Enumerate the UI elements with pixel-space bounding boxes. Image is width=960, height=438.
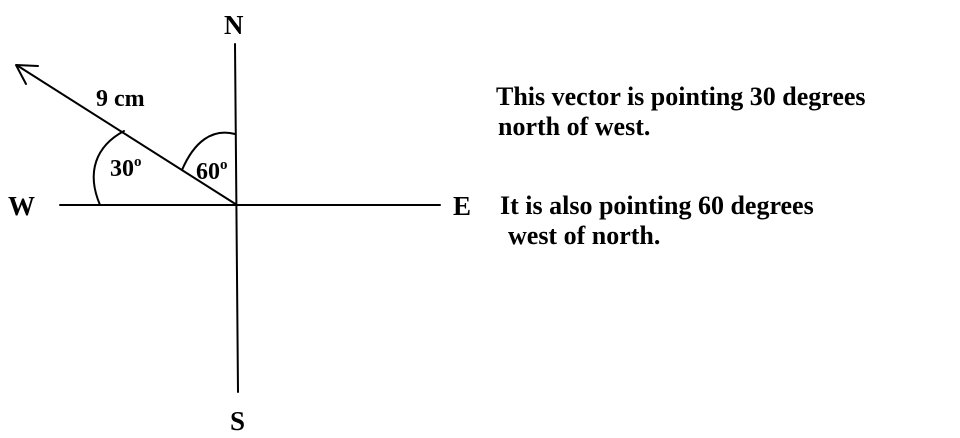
description-west-of-north: It is also pointing 60 degrees west of n…	[500, 191, 814, 251]
angle-60-value: 60	[196, 159, 220, 185]
angle-60-degree-mark: o	[220, 157, 228, 173]
angle-label-60: 60o	[196, 157, 228, 185]
description-north-of-west: This vector is pointing 30 degrees north…	[496, 82, 866, 142]
south-label: S	[230, 406, 245, 436]
angle-label-30: 30o	[110, 154, 142, 182]
angle-arc-60	[181, 131, 236, 171]
east-label: E	[453, 191, 471, 221]
angle-arc-30	[92, 130, 125, 206]
angle-30-value: 30	[110, 156, 134, 182]
north-south-axis	[234, 43, 239, 393]
description-line-1: This vector is pointing 30 degrees	[496, 82, 866, 111]
magnitude-label: 9 cm	[96, 86, 145, 112]
description-line-4: west of north.	[508, 221, 661, 250]
vector-line	[17, 65, 238, 206]
west-label: W	[8, 191, 35, 221]
description-line-3: It is also pointing 60 degrees	[500, 191, 814, 220]
vector-arrowhead	[15, 64, 39, 85]
description-line-2: north of west.	[498, 112, 651, 141]
north-label: N	[224, 10, 244, 40]
angle-30-degree-mark: o	[134, 154, 142, 170]
